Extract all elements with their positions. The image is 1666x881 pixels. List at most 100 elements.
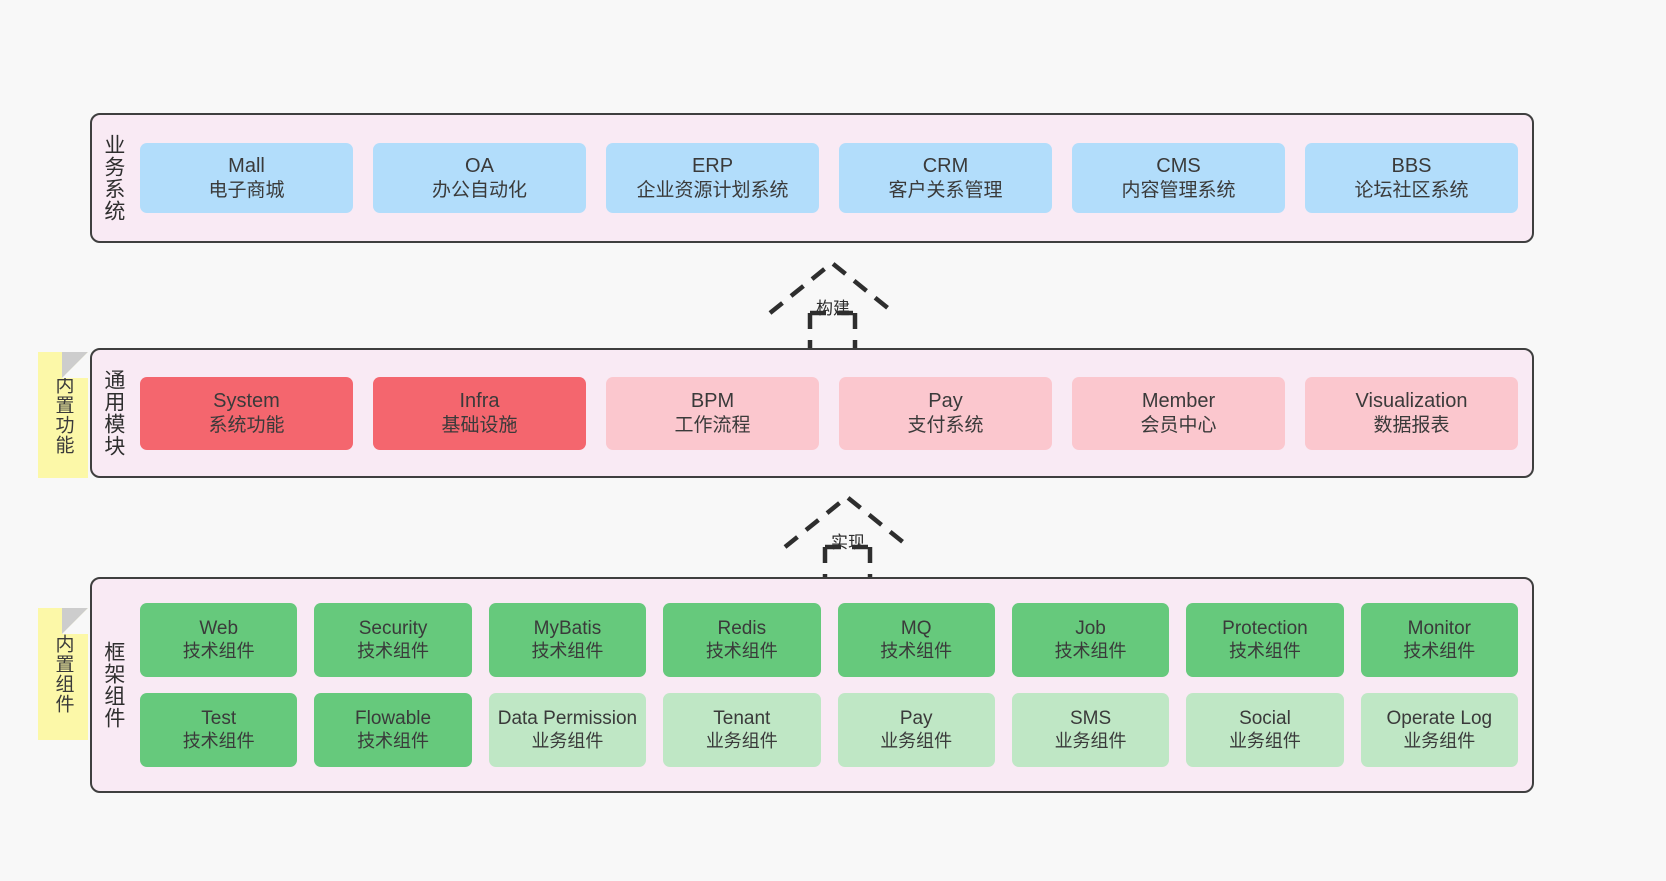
- node-mq[interactable]: MQ 技术组件: [837, 603, 995, 677]
- node-title: System: [213, 390, 280, 413]
- node-job[interactable]: Job 技术组件: [1011, 603, 1170, 677]
- layer-row: Mall 电子商城 OA 办公自动化 ERP 企业资源计划系统 CRM 客户关系…: [140, 143, 1518, 213]
- node-subtitle: 技术组件: [182, 640, 255, 661]
- node-member[interactable]: Member 会员中心: [1072, 376, 1285, 450]
- node-subtitle: 支付系统: [907, 414, 984, 436]
- node-visualization[interactable]: Visualization 数据报表: [1305, 376, 1518, 450]
- node-subtitle: 办公自动化: [431, 179, 527, 201]
- node-title: ERP: [691, 155, 734, 178]
- layer-business-systems: 业务系统 Mall 电子商城 OA 办公自动化 ERP 企业资源计划系统 CRM…: [90, 113, 1534, 243]
- node-test[interactable]: Test 技术组件: [140, 693, 298, 767]
- node-erp[interactable]: ERP 企业资源计划系统: [606, 143, 819, 213]
- node-title: Job: [1075, 618, 1106, 640]
- node-subtitle: 业务组件: [705, 730, 778, 751]
- node-web[interactable]: Web 技术组件: [140, 603, 298, 677]
- sticky-note-label: 内置功能: [52, 375, 74, 455]
- node-subtitle: 技术组件: [357, 640, 430, 661]
- arrow-implement: 实现: [775, 492, 955, 582]
- node-subtitle: 技术组件: [531, 640, 604, 661]
- sticky-note-builtin-components: 内置组件: [38, 608, 88, 740]
- node-tenant[interactable]: Tenant 业务组件: [663, 693, 821, 767]
- node-crm[interactable]: CRM 客户关系管理: [839, 143, 1052, 213]
- node-title: Data Permission: [497, 708, 638, 730]
- arrow-implement-icon: [783, 494, 911, 582]
- layer-row: Web 技术组件 Security 技术组件 MyBatis 技术组件 Redi…: [140, 603, 1518, 677]
- layer-title-business-systems: 业务系统: [101, 134, 125, 222]
- node-title: MQ: [900, 618, 932, 640]
- arrow-build-label: 构建: [816, 299, 850, 318]
- node-title: Redis: [717, 618, 767, 640]
- node-subtitle: 业务组件: [880, 730, 953, 751]
- node-protection[interactable]: Protection 技术组件: [1186, 603, 1344, 677]
- node-title: Pay: [899, 708, 933, 730]
- node-subtitle: 技术组件: [1403, 640, 1476, 661]
- node-subtitle: 技术组件: [1228, 640, 1301, 661]
- node-system[interactable]: System 系统功能: [140, 376, 353, 450]
- node-title: Operate Log: [1386, 708, 1493, 730]
- node-subtitle: 业务组件: [1403, 730, 1476, 751]
- node-security[interactable]: Security 技术组件: [314, 603, 472, 677]
- node-subtitle: 技术组件: [1054, 640, 1127, 661]
- layer-body-common-modules: System 系统功能 Infra 基础设施 BPM 工作流程 Pay 支付系统…: [134, 350, 1532, 476]
- node-subtitle: 会员中心: [1140, 414, 1217, 436]
- node-flowable[interactable]: Flowable 技术组件: [314, 693, 472, 767]
- node-title: Test: [201, 708, 237, 730]
- node-monitor[interactable]: Monitor 技术组件: [1360, 603, 1518, 677]
- node-subtitle: 电子商城: [208, 179, 285, 201]
- node-title: Web: [199, 618, 239, 640]
- node-title: Pay: [928, 390, 963, 413]
- node-title: CMS: [1156, 155, 1201, 178]
- node-mall[interactable]: Mall 电子商城: [140, 143, 353, 213]
- node-sms[interactable]: SMS 业务组件: [1011, 693, 1170, 767]
- sticky-note-builtin-features: 内置功能: [38, 352, 88, 478]
- node-subtitle: 技术组件: [705, 640, 778, 661]
- node-title: SMS: [1069, 708, 1112, 730]
- node-subtitle: 客户关系管理: [888, 179, 1003, 201]
- node-title: Tenant: [713, 708, 771, 730]
- node-pay-business[interactable]: Pay 业务组件: [837, 693, 995, 767]
- node-subtitle: 业务组件: [1054, 730, 1127, 751]
- node-title: BBS: [1391, 155, 1432, 178]
- node-title: Mall: [228, 155, 265, 178]
- node-title: BPM: [690, 390, 735, 413]
- node-title: MyBatis: [533, 618, 602, 640]
- node-oa[interactable]: OA 办公自动化: [373, 143, 586, 213]
- layer-row: System 系统功能 Infra 基础设施 BPM 工作流程 Pay 支付系统…: [140, 376, 1518, 450]
- node-social[interactable]: Social 业务组件: [1186, 693, 1344, 767]
- node-infra[interactable]: Infra 基础设施: [373, 376, 586, 450]
- node-title: Flowable: [355, 708, 432, 730]
- node-bbs[interactable]: BBS 论坛社区系统: [1305, 143, 1518, 213]
- node-mybatis[interactable]: MyBatis 技术组件: [488, 603, 647, 677]
- layer-framework-components: 框架组件 Web 技术组件 Security 技术组件 MyBatis 技术组件…: [90, 577, 1534, 793]
- arrow-build: 构建: [760, 258, 940, 348]
- node-subtitle: 企业资源计划系统: [636, 179, 789, 201]
- layer-body-framework-components: Web 技术组件 Security 技术组件 MyBatis 技术组件 Redi…: [134, 579, 1532, 791]
- node-pay[interactable]: Pay 支付系统: [839, 376, 1052, 450]
- node-subtitle: 系统功能: [208, 414, 285, 436]
- node-title: Protection: [1222, 618, 1308, 640]
- node-title: Member: [1141, 390, 1216, 413]
- sticky-note-label: 内置组件: [52, 634, 74, 714]
- layer-common-modules: 通用模块 System 系统功能 Infra 基础设施 BPM 工作流程 Pay…: [90, 348, 1534, 478]
- node-subtitle: 技术组件: [357, 730, 430, 751]
- node-title: Social: [1239, 708, 1291, 730]
- node-cms[interactable]: CMS 内容管理系统: [1072, 143, 1285, 213]
- arrow-implement-label: 实现: [831, 533, 865, 552]
- node-subtitle: 内容管理系统: [1121, 179, 1236, 201]
- node-title: OA: [465, 155, 494, 178]
- node-title: Visualization: [1355, 390, 1468, 413]
- node-bpm[interactable]: BPM 工作流程: [606, 376, 819, 450]
- node-data-permission[interactable]: Data Permission 业务组件: [488, 693, 647, 767]
- node-title: Security: [358, 618, 428, 640]
- node-subtitle: 基础设施: [441, 414, 518, 436]
- layer-row: Test 技术组件 Flowable 技术组件 Data Permission …: [140, 693, 1518, 767]
- layer-body-business-systems: Mall 电子商城 OA 办公自动化 ERP 企业资源计划系统 CRM 客户关系…: [134, 115, 1532, 241]
- node-operate-log[interactable]: Operate Log 业务组件: [1360, 693, 1518, 767]
- node-title: Infra: [459, 390, 500, 413]
- layer-title-common-modules: 通用模块: [101, 369, 125, 457]
- node-subtitle: 业务组件: [1228, 730, 1301, 751]
- arrow-build-icon: [768, 260, 896, 348]
- node-subtitle: 技术组件: [880, 640, 953, 661]
- node-redis[interactable]: Redis 技术组件: [663, 603, 821, 677]
